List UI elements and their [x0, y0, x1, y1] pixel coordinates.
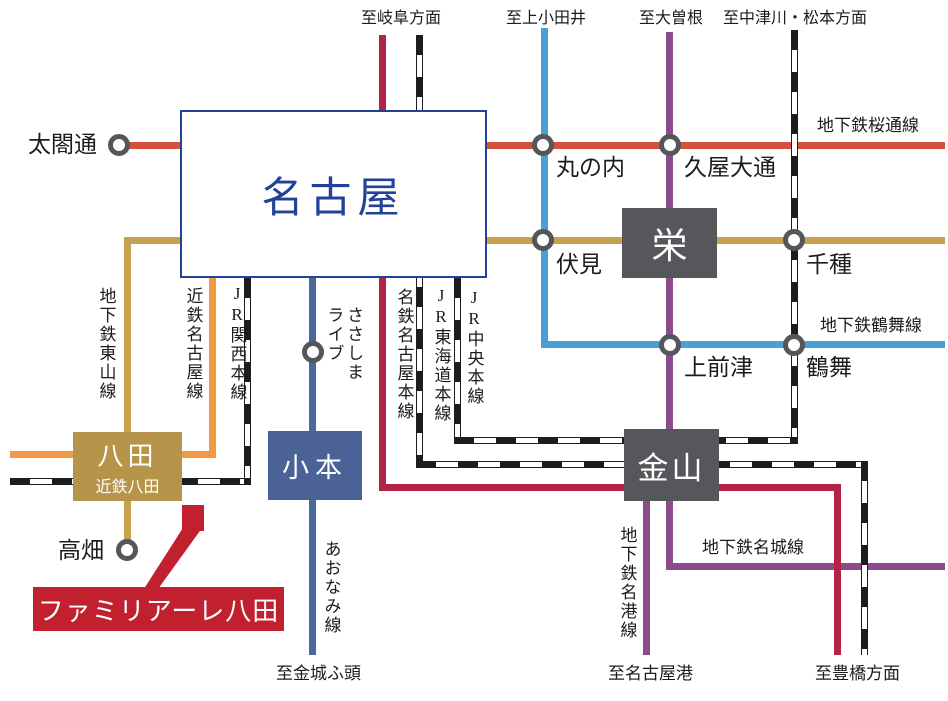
- line-label-meiko: 地下鉄名港線: [617, 526, 637, 640]
- property-marker-square: [182, 505, 204, 531]
- terminal-label-nagoya-ko: 至名古屋港: [608, 664, 693, 683]
- jr-corner: [416, 461, 423, 468]
- meijo-line-horizontal: [666, 563, 945, 570]
- station-label-taikodori: 太閤通: [28, 132, 97, 157]
- station-circle-tsurumai: [783, 334, 805, 356]
- station-label-tsurumai: 鶴舞: [806, 355, 852, 380]
- station-circle-kamimaezu: [659, 334, 681, 356]
- line-label-meitetsu: 名鉄名古屋本線: [394, 288, 414, 421]
- meitetsu-line-vertical-right: [834, 484, 841, 655]
- station-circle-taikodori: [108, 134, 130, 156]
- station-box-nagoya: 名古屋: [180, 110, 487, 278]
- terminal-label-kinjo-futo: 至金城ふ頭: [276, 664, 361, 683]
- line-label-jr-kansai: JR関西本線: [227, 284, 247, 402]
- jr-corner: [791, 437, 798, 444]
- jr-tokaido-line-vertical-right: [861, 461, 868, 655]
- station-name-hatta: 八田: [97, 442, 158, 471]
- line-label-jr-tokaido: JR東海道本線: [431, 286, 451, 423]
- property-name: ファミリアーレ八田: [37, 596, 280, 626]
- terminal-label-kamiotai: 至上小田井: [506, 10, 587, 27]
- station-circle-marunouchi: [532, 134, 554, 156]
- station-name-komoto: 小本: [282, 453, 348, 483]
- line-label-sakura: 地下鉄桜通線: [817, 116, 919, 135]
- station-name-nagoya: 名古屋: [261, 175, 406, 222]
- property-marker-pointer: [143, 528, 203, 590]
- station-label-chikusa: 千種: [806, 252, 852, 277]
- jr-corner: [454, 437, 461, 444]
- tsurumai-line-vertical: [541, 28, 548, 348]
- station-circle-takabata: [116, 539, 138, 561]
- meiko-line-vertical: [643, 501, 650, 655]
- station-label-sasashima-live: ささしまライブ: [324, 306, 364, 382]
- station-name-sakae: 栄: [651, 226, 688, 266]
- station-label-marunouchi: 丸の内: [556, 155, 625, 180]
- line-label-kintetsu: 近鉄名古屋線: [183, 287, 203, 401]
- jr-corner: [861, 461, 868, 468]
- station-box-komoto: 小本: [268, 431, 362, 500]
- station-circle-chikusa: [783, 229, 805, 251]
- jr-kansai-line-vertical: [244, 278, 251, 485]
- station-label-fushimi: 伏見: [556, 252, 602, 277]
- station-box-sakae: 栄: [622, 208, 717, 278]
- station-name-kintetsu-hatta: 近鉄八田: [95, 479, 160, 496]
- line-label-higashiyama: 地下鉄東山線: [96, 287, 116, 401]
- terminal-label-gifu: 至岐阜方面: [361, 10, 442, 27]
- line-label-jr-chuo: JR中央本線: [464, 288, 484, 406]
- line-label-aonami: あおなみ線: [321, 540, 341, 635]
- station-circle-hisaya-odori: [659, 134, 681, 156]
- station-box-hatta: 八田 近鉄八田: [73, 432, 182, 501]
- station-circle-sasashima-live: [302, 341, 324, 363]
- meitetsu-line-horizontal: [379, 484, 841, 491]
- station-circle-fushimi: [532, 229, 554, 251]
- property-box-familiare-hatta: ファミリアーレ八田: [33, 587, 284, 631]
- station-label-kamimaezu: 上前津: [684, 355, 753, 380]
- meijo-line-vertical-lower: [666, 501, 673, 570]
- station-name-kanayama: 金山: [637, 450, 706, 486]
- station-label-hisaya-odori: 久屋大通: [684, 155, 776, 180]
- terminal-label-toyohashi: 至豊橋方面: [815, 664, 900, 683]
- terminal-label-nakatsugawa-matsumoto: 至中津川・松本方面: [723, 10, 868, 27]
- tsurumai-line-horizontal: [541, 341, 945, 348]
- jr-chuo-line-vertical: [454, 278, 461, 444]
- line-label-meijo: 地下鉄名城線: [702, 538, 804, 557]
- kintetsu-line-vertical: [209, 278, 216, 458]
- terminal-label-ozone: 至大曽根: [639, 10, 704, 27]
- higashiyama-line-vertical: [124, 237, 131, 550]
- station-box-kanayama: 金山: [624, 429, 719, 501]
- station-label-takabata: 高畑: [58, 538, 104, 563]
- jr-corner: [244, 478, 251, 485]
- line-label-tsurumai: 地下鉄鶴舞線: [820, 316, 922, 335]
